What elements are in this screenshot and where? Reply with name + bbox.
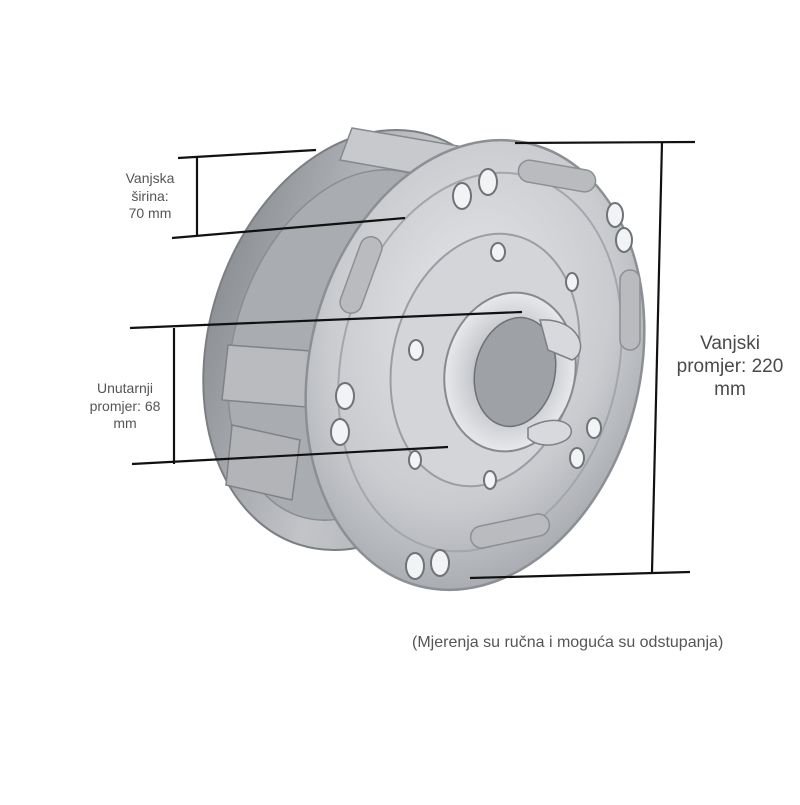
- outer-width-line1: Vanjska: [125, 170, 175, 186]
- outer-width-line2: širina:: [131, 187, 169, 204]
- outer-diameter-label: Vanjski promjer: 220 mm: [660, 333, 800, 401]
- width-line-bottom: [171, 216, 406, 240]
- outer-diameter-line1: Vanjski: [700, 333, 760, 354]
- outer-diameter-line2: promjer: 220: [676, 355, 784, 377]
- measurement-disclaimer: (Mjerenja su ručna i moguća su odstupanj…: [412, 634, 724, 651]
- outer-line-bottom: [469, 570, 691, 580]
- inner-diameter-line3: mm: [113, 415, 137, 431]
- outer-line-top: [514, 140, 696, 145]
- hub: [443, 291, 582, 453]
- width-line-top: [177, 148, 317, 160]
- inner-line-bottom: [131, 445, 449, 466]
- dimension-lines: [129, 140, 696, 580]
- outer-width-line3: 70 mm: [128, 205, 172, 221]
- outer-line-vertical: [650, 141, 664, 573]
- inner-line-top: [129, 310, 523, 330]
- inner-diameter-line2: promjer: 68: [89, 397, 161, 414]
- outer-width-label: Vanjska širina: 70 mm: [100, 170, 200, 223]
- spacer-bars: [221, 127, 472, 501]
- inner-diameter-label: Unutarnji promjer: 68 mm: [70, 380, 180, 433]
- inner-diameter-line1: Unutarnji: [96, 380, 154, 396]
- outer-diameter-line3: mm: [714, 378, 746, 400]
